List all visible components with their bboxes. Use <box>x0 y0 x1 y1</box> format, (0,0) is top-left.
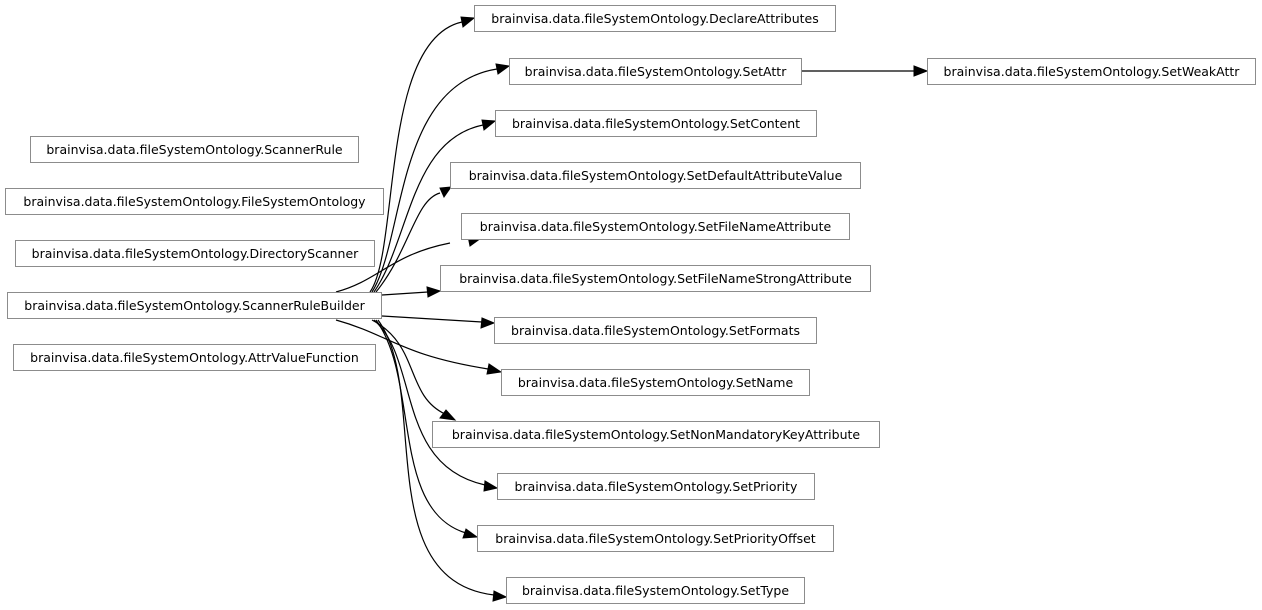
node-declare-attributes[interactable]: brainvisa.data.fileSystemOntology.Declar… <box>474 5 836 32</box>
node-scanner-rule[interactable]: brainvisa.data.fileSystemOntology.Scanne… <box>30 136 359 163</box>
arrowhead-icon <box>439 409 457 421</box>
arrowhead-icon <box>426 286 442 298</box>
edge-set-file-name-strong-attribute <box>381 291 429 296</box>
node-set-content[interactable]: brainvisa.data.fileSystemOntology.SetCon… <box>495 110 817 137</box>
arrowhead-icon <box>462 528 479 539</box>
node-set-priority-offset[interactable]: brainvisa.data.fileSystemOntology.SetPri… <box>477 525 834 552</box>
node-set-file-name-strong-attribute[interactable]: brainvisa.data.fileSystemOntology.SetFil… <box>440 265 871 292</box>
node-set-name[interactable]: brainvisa.data.fileSystemOntology.SetNam… <box>501 369 810 396</box>
edge-declare-attributes <box>369 21 463 293</box>
node-set-weak-attr[interactable]: brainvisa.data.fileSystemOntology.SetWea… <box>927 58 1256 85</box>
node-file-system-ontology[interactable]: brainvisa.data.fileSystemOntology.FileSy… <box>5 188 384 215</box>
edge-set-file-name-attribute <box>335 242 451 293</box>
arrowhead-icon <box>913 65 929 77</box>
edge-set-default-attribute-value <box>375 192 441 293</box>
edge-set-formats <box>381 315 483 323</box>
arrowhead-icon <box>486 363 503 375</box>
node-set-priority[interactable]: brainvisa.data.fileSystemOntology.SetPri… <box>497 473 815 500</box>
arrowhead-icon <box>483 480 499 492</box>
node-set-non-mandatory-key-attribute[interactable]: brainvisa.data.fileSystemOntology.SetNon… <box>432 421 880 448</box>
arrowhead-icon <box>495 63 511 75</box>
edge-set-priority-offset <box>375 319 467 534</box>
arrowhead-icon <box>492 590 508 602</box>
node-set-type[interactable]: brainvisa.data.fileSystemOntology.SetTyp… <box>506 577 805 604</box>
edge-set-non-mandatory-key-attribute <box>371 319 446 415</box>
node-directory-scanner[interactable]: brainvisa.data.fileSystemOntology.Direct… <box>15 240 375 267</box>
edge-set-content <box>373 124 484 293</box>
node-set-attr[interactable]: brainvisa.data.fileSystemOntology.SetAtt… <box>509 58 802 85</box>
node-set-file-name-attribute[interactable]: brainvisa.data.fileSystemOntology.SetFil… <box>461 213 850 240</box>
node-set-formats[interactable]: brainvisa.data.fileSystemOntology.SetFor… <box>494 317 817 344</box>
node-attr-value-function[interactable]: brainvisa.data.fileSystemOntology.AttrVa… <box>13 344 376 371</box>
arrowhead-icon <box>439 186 453 199</box>
node-scanner-rule-builder[interactable]: brainvisa.data.fileSystemOntology.Scanne… <box>7 292 382 319</box>
arrowhead-icon <box>481 119 497 131</box>
edge-set-type <box>377 319 495 596</box>
arrowhead-icon <box>460 16 476 28</box>
edge-set-attr <box>371 68 498 293</box>
node-set-default-attribute-value[interactable]: brainvisa.data.fileSystemOntology.SetDef… <box>450 162 861 189</box>
arrowhead-icon <box>480 317 496 329</box>
